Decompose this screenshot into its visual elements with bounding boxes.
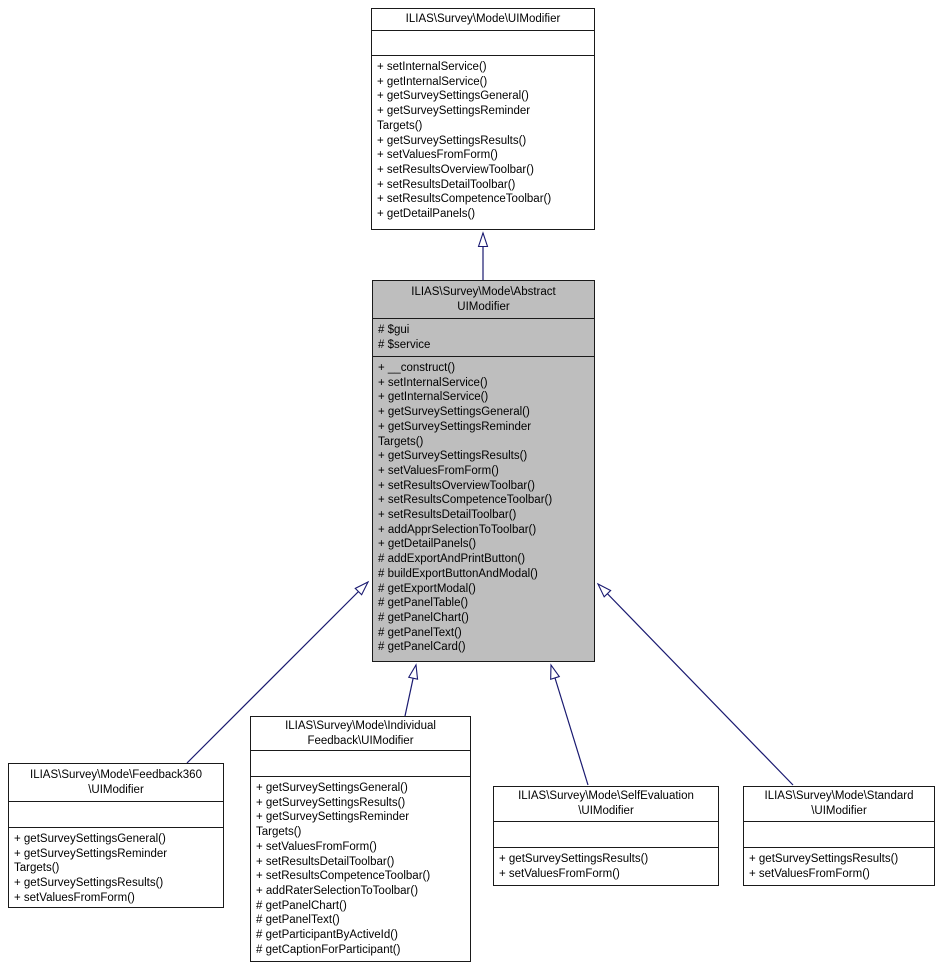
method-line: + __construct() (378, 362, 456, 374)
class-title-line: Feedback\UIModifier (307, 734, 414, 747)
class-title-feedback360-uimodifier: ILIAS\Survey\Mode\Feedback360 \UIModifier (9, 764, 223, 802)
method-line: + setResultsCompetenceToolbar() (378, 494, 553, 507)
method-line: + setValuesFromForm() (256, 840, 377, 853)
attribute-line: # $service (378, 338, 431, 351)
method-line: + setValuesFromForm() (377, 149, 498, 162)
method-line: Targets() (378, 435, 424, 448)
method-line: + setValuesFromForm() (749, 867, 870, 880)
class-title-line: \UIModifier (578, 805, 634, 817)
method-line: + setResultsOverviewToolbar() (377, 163, 534, 176)
method-line: + getSurveySettingsGeneral() (377, 90, 529, 103)
method-line: Targets() (256, 826, 302, 839)
inheritance-arrow-individualfeedback-to-abstract (404, 663, 419, 717)
method-line: # getParticipantByActiveId() (256, 929, 398, 942)
method-line: # getPanelTable() (378, 597, 469, 610)
method-line: + getSurveySettingsReminder (14, 847, 168, 860)
class-methods-selfevaluation-uimodifier: + getSurveySettingsResults() + setValuesF… (494, 848, 718, 885)
method-line: + setResultsDetailToolbar() (378, 509, 517, 522)
class-attributes-standard-uimodifier (744, 822, 934, 848)
attribute-line: # $gui (378, 324, 410, 336)
method-line: # getPanelCard() (378, 641, 466, 654)
method-line: + getSurveySettingsResults() (499, 853, 649, 865)
class-methods-standard-uimodifier: + getSurveySettingsResults() + setValuesF… (744, 848, 934, 885)
method-line: + setValuesFromForm() (378, 464, 499, 477)
class-attributes-uimodifier (372, 31, 594, 56)
inheritance-arrow-standard-to-abstract (596, 582, 794, 786)
class-title-line: ILIAS\Survey\Mode\Feedback360 (30, 768, 202, 781)
method-line: Targets() (377, 119, 423, 132)
method-line: + getSurveySettingsGeneral() (378, 406, 530, 419)
method-line: + getSurveySettingsResults() (378, 450, 528, 463)
method-line: + addRaterSelectionToToolbar() (256, 884, 419, 897)
class-attributes-abstract-uimodifier: # $gui # $service (373, 319, 594, 357)
method-line: # getExportModal() (378, 582, 476, 595)
class-box-selfevaluation-uimodifier[interactable]: ILIAS\Survey\Mode\SelfEvaluation \UIModif… (493, 786, 719, 886)
class-methods-uimodifier: + setInternalService() + getInternalServi… (372, 56, 594, 229)
class-title-line: ILIAS\Survey\Mode\Abstract (411, 285, 556, 298)
method-line: + getDetailPanels() (377, 208, 476, 221)
class-attributes-individualfeedback-uimodifier (251, 751, 470, 777)
method-line: # getPanelChart() (256, 899, 347, 912)
method-line: + getSurveySettingsGeneral() (14, 833, 166, 845)
method-line: # getPanelText() (256, 914, 340, 927)
method-line: # buildExportButtonAndModal() (378, 567, 538, 580)
method-line: + getSurveySettingsGeneral() (256, 782, 408, 794)
method-line: + getSurveySettingsReminder (256, 811, 410, 824)
method-line: + addApprSelectionToToolbar() (378, 523, 537, 536)
method-line: # getCaptionForParticipant() (256, 943, 401, 956)
method-line: + getInternalService() (378, 391, 489, 404)
method-line: + getSurveySettingsResults() (14, 877, 164, 890)
method-line: + getSurveySettingsReminder (377, 105, 531, 118)
method-line: + getSurveySettingsReminder (378, 420, 532, 433)
method-line: + setValuesFromForm() (499, 867, 620, 880)
class-title-line: ILIAS\Survey\Mode\Standard (764, 790, 914, 803)
method-line: + setValuesFromForm() (14, 891, 135, 904)
class-title-line: ILIAS\Survey\Mode\SelfEvaluation (518, 790, 694, 803)
class-title-line: UIModifier (457, 300, 510, 313)
class-title-line: ILIAS\Survey\Mode\Individual (285, 719, 436, 732)
method-line: Targets() (14, 862, 60, 875)
class-methods-individualfeedback-uimodifier: + getSurveySettingsGeneral() + getSurveyS… (251, 777, 470, 961)
method-line: + setResultsCompetenceToolbar() (377, 193, 552, 206)
method-line: + setResultsDetailToolbar() (377, 178, 516, 191)
method-line: + setInternalService() (377, 61, 487, 73)
class-box-feedback360-uimodifier[interactable]: ILIAS\Survey\Mode\Feedback360 \UIModifier… (8, 763, 224, 908)
class-title-uimodifier: ILIAS\Survey\Mode\UIModifier (372, 9, 594, 31)
method-line: + getSurveySettingsResults() (377, 134, 527, 147)
class-title-line: \UIModifier (88, 783, 144, 796)
method-line: + setInternalService() (378, 376, 488, 389)
class-title-line: \UIModifier (811, 805, 867, 817)
method-line: + getSurveySettingsResults() (749, 853, 899, 865)
method-line: + getDetailPanels() (378, 538, 477, 551)
method-line: # getPanelText() (378, 626, 462, 639)
method-line: # addExportAndPrintButton() (378, 553, 526, 566)
class-methods-feedback360-uimodifier: + getSurveySettingsGeneral() + getSurveyS… (9, 828, 223, 907)
class-attributes-feedback360-uimodifier (9, 802, 223, 828)
method-line: + setResultsCompetenceToolbar() (256, 870, 431, 883)
method-line: + getInternalService() (377, 75, 488, 88)
method-line: + setResultsDetailToolbar() (256, 855, 395, 868)
method-line: # getPanelChart() (378, 611, 469, 624)
class-box-uimodifier[interactable]: ILIAS\Survey\Mode\UIModifier + setIntern… (371, 8, 595, 230)
class-methods-abstract-uimodifier: + __construct() + setInternalService() + g… (373, 357, 594, 661)
class-attributes-selfevaluation-uimodifier (494, 822, 718, 848)
class-title-standard-uimodifier: ILIAS\Survey\Mode\Standard \UIModifier (744, 787, 934, 822)
inheritance-arrow-selfevaluation-to-abstract (550, 663, 589, 786)
method-line: + getSurveySettingsResults() (256, 796, 406, 809)
class-box-standard-uimodifier[interactable]: ILIAS\Survey\Mode\Standard \UIModifier + … (743, 786, 935, 886)
class-title-line: ILIAS\Survey\Mode\UIModifier (405, 13, 561, 26)
class-title-selfevaluation-uimodifier: ILIAS\Survey\Mode\SelfEvaluation \UIModif… (494, 787, 718, 822)
method-line: + setResultsOverviewToolbar() (378, 479, 535, 492)
